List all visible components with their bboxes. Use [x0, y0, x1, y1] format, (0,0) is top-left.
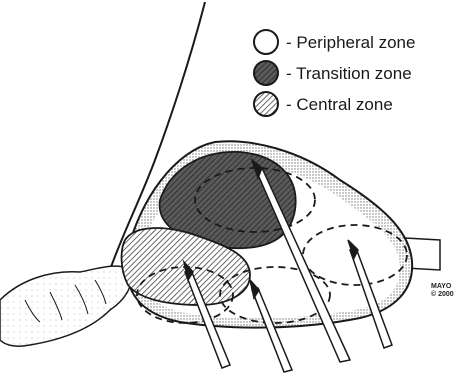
- credit-line-2: © 2000: [431, 290, 454, 298]
- legend-label-central: - Central zone: [286, 95, 393, 114]
- legend: - Peripheral zone - Transition zone - Ce…: [254, 30, 415, 116]
- copyright-credit: MAYO © 2000: [431, 283, 454, 298]
- transition-swatch-icon: [254, 61, 278, 85]
- legend-item-central: - Central zone: [254, 92, 393, 116]
- legend-item-peripheral: - Peripheral zone: [254, 30, 415, 54]
- legend-item-transition: - Transition zone: [254, 61, 412, 85]
- legend-label-peripheral: - Peripheral zone: [286, 33, 415, 52]
- peripheral-swatch-icon: [254, 30, 278, 54]
- central-swatch-icon: [254, 92, 278, 116]
- credit-line-1: MAYO: [431, 283, 452, 290]
- urethra-tissue: [0, 266, 131, 346]
- legend-label-transition: - Transition zone: [286, 64, 412, 83]
